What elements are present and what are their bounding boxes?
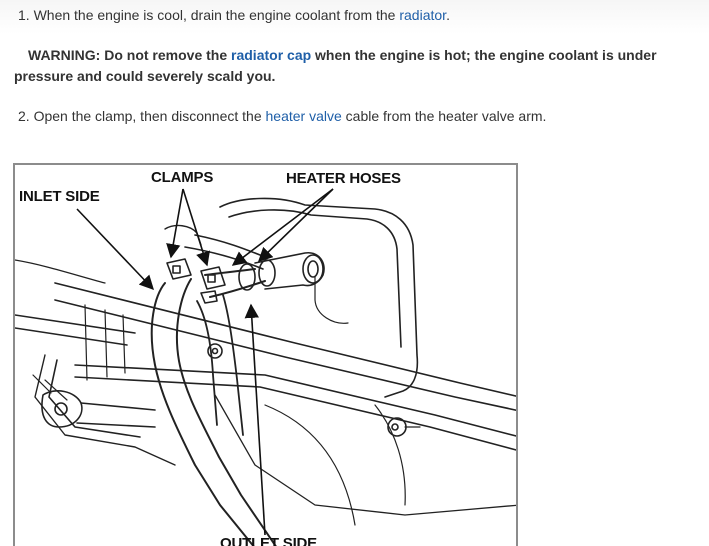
heater-pipe-stub [254, 252, 325, 290]
heater-hoses-label: HEATER HOSES [286, 170, 401, 187]
warning-text: WARNING: Do not remove the radiator cap … [14, 45, 709, 87]
clamp-left [166, 258, 192, 280]
step-1-prefix: 1. When the engine is cool, drain the en… [18, 7, 400, 23]
radiator-cap-link[interactable]: radiator cap [231, 47, 312, 63]
engine-block-outline [219, 197, 419, 398]
top-shade [0, 0, 709, 34]
inlet-side-label: INLET SIDE [19, 188, 100, 205]
callout-arrows [76, 188, 334, 536]
step-2-prefix: 2. Open the clamp, then disconnect the [18, 108, 266, 124]
warning-prefix: WARNING: Do not remove the [28, 47, 232, 63]
engine-line-drawing [15, 188, 516, 546]
heater-hose-diagram: CLAMPS HEATER HOSES INLET SIDE OUTLET SI… [13, 163, 518, 546]
step-2-text: 2. Open the clamp, then disconnect the h… [18, 107, 546, 125]
engine-rail-upper [54, 282, 516, 397]
warning-suffix: when the engine is hot; the engine coola… [14, 47, 657, 84]
step-1-suffix: . [446, 7, 450, 23]
step-1-text: 1. When the engine is cool, drain the en… [18, 6, 450, 24]
step-2-suffix: cable from the heater valve arm. [341, 108, 547, 124]
heater-valve-link[interactable]: heater valve [265, 108, 342, 124]
clamps-label: CLAMPS [151, 169, 214, 186]
clamp-right [200, 266, 226, 290]
outlet-side-label: OUTLET SIDE [220, 535, 317, 546]
radiator-link[interactable]: radiator [399, 7, 447, 23]
